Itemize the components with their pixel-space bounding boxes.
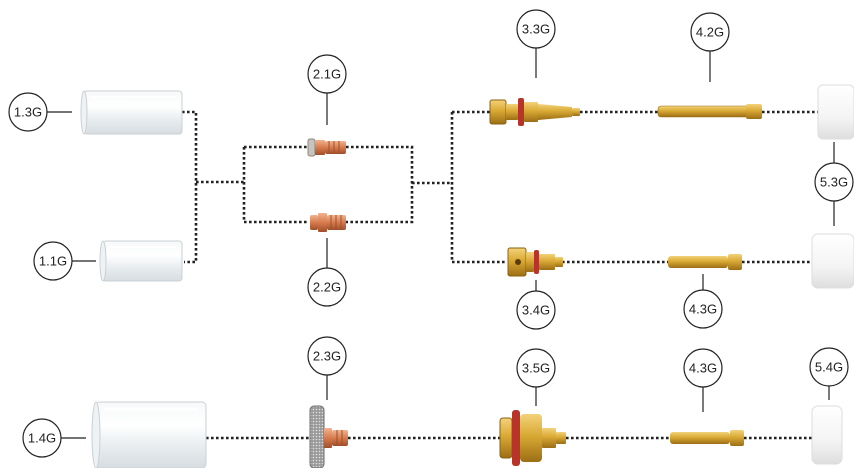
svg-text:2.1G: 2.1G — [313, 67, 341, 82]
label-1-4g: 1.4G — [22, 418, 62, 458]
label-1-3g: 1.3G — [8, 92, 48, 132]
svg-text:4.3G: 4.3G — [689, 361, 717, 376]
label-3-4g: 3.4G — [516, 290, 556, 330]
gas-lens-2-3g — [309, 405, 348, 468]
label-5-4g: 5.4G — [809, 347, 849, 387]
glass-cup-1-1g — [99, 240, 183, 282]
connector-lines — [182, 110, 818, 440]
connector-lenses-merge — [346, 145, 414, 224]
label-2-2g: 2.2G — [307, 267, 347, 307]
label-4-3g-middle: 4.3G — [683, 289, 723, 329]
glass-cup-1-3g — [80, 90, 183, 135]
svg-text:5.3G: 5.3G — [820, 175, 848, 190]
cap-5-3g-bottom — [811, 233, 854, 289]
svg-text:2.2G: 2.2G — [313, 280, 341, 295]
connector-cups — [182, 110, 198, 264]
gas-lens-2-2g — [310, 213, 346, 232]
svg-text:3.3G: 3.3G — [522, 22, 550, 37]
svg-text:3.4G: 3.4G — [522, 303, 550, 318]
collet-body-3-4g — [507, 247, 563, 277]
cap-5-4g — [811, 405, 843, 465]
collet-4-3g-bottom — [670, 430, 744, 446]
glass-cup-1-4g — [91, 401, 207, 468]
gas-lens-2-1g — [307, 138, 346, 157]
label-3-5g: 3.5G — [516, 348, 556, 388]
cap-5-3g-top — [817, 84, 854, 140]
label-2-1g: 2.1G — [307, 54, 347, 94]
collet-4-2g — [657, 104, 762, 119]
label-5-3g: 5.3G — [814, 162, 854, 202]
svg-text:1.4G: 1.4G — [28, 431, 56, 446]
svg-text:1.3G: 1.3G — [14, 105, 42, 120]
svg-text:4.3G: 4.3G — [689, 302, 717, 317]
label-4-3g-bottom: 4.3G — [683, 348, 723, 388]
collet-4-3g-middle — [668, 254, 742, 270]
svg-text:2.3G: 2.3G — [313, 349, 341, 364]
collet-body-3-3g — [489, 98, 580, 126]
svg-text:3.5G: 3.5G — [522, 361, 550, 376]
label-2-3g: 2.3G — [307, 336, 347, 376]
label-3-3g: 3.3G — [516, 9, 556, 49]
svg-text:1.1G: 1.1G — [39, 254, 67, 269]
label-1-1g: 1.1G — [33, 241, 73, 281]
label-4-2g: 4.2G — [690, 12, 730, 52]
svg-text:5.4G: 5.4G — [815, 360, 843, 375]
collet-body-3-5g — [499, 410, 566, 466]
svg-text:4.2G: 4.2G — [696, 25, 724, 40]
